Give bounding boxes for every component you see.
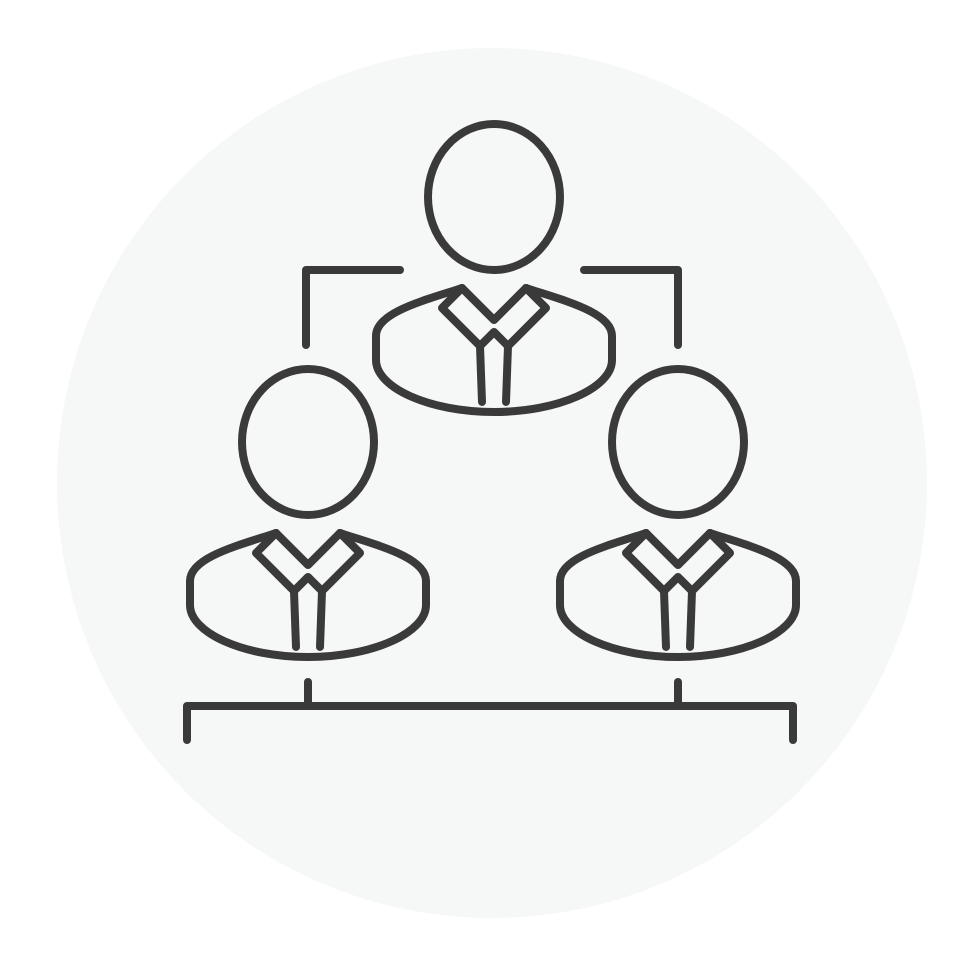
right-collar-icon <box>502 284 550 406</box>
head-icon <box>608 365 748 519</box>
head-icon <box>424 120 564 274</box>
backdrop-circle <box>57 48 927 918</box>
neckline-icon <box>642 529 714 569</box>
right-connector <box>580 266 682 349</box>
person-top-icon <box>372 120 616 416</box>
tie-knot-icon <box>660 573 696 595</box>
person-right-icon <box>556 365 800 661</box>
base-bar <box>183 702 797 744</box>
neckline-icon <box>272 529 344 569</box>
shoulders-icon <box>372 284 616 416</box>
right-collar-icon <box>686 529 734 651</box>
left-collar-icon <box>438 284 486 406</box>
shoulders-icon <box>556 529 800 661</box>
head-icon <box>238 365 378 519</box>
left-collar-icon <box>252 529 300 651</box>
tie-knot-icon <box>476 328 512 350</box>
tie-knot-icon <box>290 573 326 595</box>
hierarchy-connectors <box>183 266 797 744</box>
left-collar-icon <box>622 529 670 651</box>
shoulders-icon <box>186 529 430 661</box>
right-collar-icon <box>316 529 364 651</box>
neckline-icon <box>458 284 530 324</box>
person-left-icon <box>186 365 430 661</box>
left-connector <box>302 266 404 349</box>
